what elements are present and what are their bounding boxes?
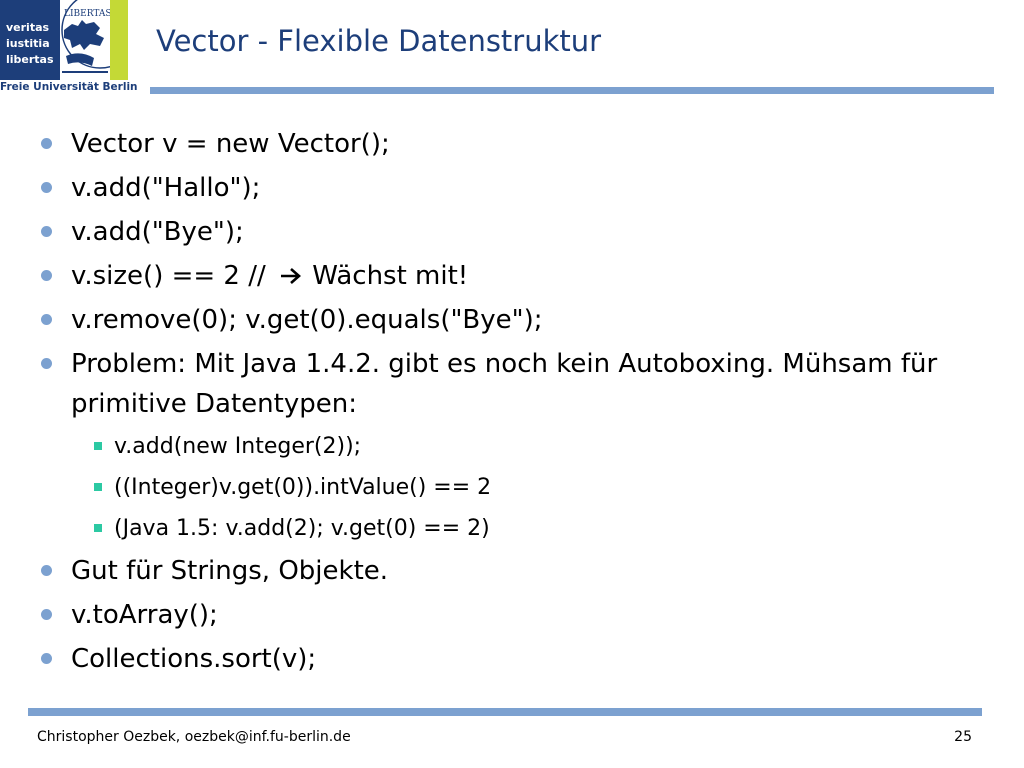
bullet-item: Gut für Strings, Objekte. — [40, 551, 990, 591]
bullet-dot-icon — [41, 358, 52, 369]
sub-bullet-text: (Java 1.5: v.add(2); v.get(0) == 2) — [114, 516, 490, 541]
logo-motto-panel: veritas iustitia libertas — [0, 0, 60, 80]
bullet-dot-icon — [41, 270, 52, 281]
bullet-dot-icon — [41, 182, 52, 193]
bullet-item: v.toArray(); — [40, 595, 990, 635]
bullet-item: Problem: Mit Java 1.4.2. gibt es noch ke… — [40, 344, 971, 424]
footer-divider — [28, 708, 982, 716]
bullet-text: v.remove(0); v.get(0).equals("Bye"); — [71, 305, 543, 335]
university-name: Freie Universität Berlin — [0, 81, 138, 93]
sub-bullet-text: ((Integer)v.get(0)).intValue() == 2 — [114, 475, 492, 500]
bullet-text: Vector v = new Vector(); — [71, 129, 390, 159]
bullet-text: v.add("Bye"); — [71, 217, 244, 247]
bullet-text: v.add("Hallo"); — [71, 173, 261, 203]
logo-motto-word: iustitia — [6, 37, 50, 50]
sub-bullet-square-icon — [94, 524, 102, 532]
bullet-text: Gut für Strings, Objekte. — [71, 556, 389, 586]
bullet-item: Collections.sort(v); — [40, 639, 990, 679]
logo-motto: veritas iustitia libertas — [6, 20, 60, 68]
footer-author: Christopher Oezbek, oezbek@inf.fu-berlin… — [37, 729, 351, 745]
bullet-dot-icon — [41, 609, 52, 620]
title-divider — [150, 87, 994, 94]
bullet-text: Collections.sort(v); — [71, 644, 317, 674]
bullet-item: v.add("Hallo"); — [40, 168, 990, 208]
sub-bullet-item: v.add(new Integer(2)); — [40, 428, 990, 465]
seal-icon: LIBERTAS — [60, 0, 110, 80]
logo-motto-word: veritas — [6, 21, 50, 34]
sub-bullet-square-icon — [94, 442, 102, 450]
bullet-dot-icon — [41, 565, 52, 576]
bullet-item: v.remove(0); v.get(0).equals("Bye"); — [40, 300, 990, 340]
bullet-dot-icon — [41, 138, 52, 149]
bullet-text: Wächst mit! — [312, 261, 469, 291]
logo-motto-word: libertas — [6, 53, 54, 66]
bullet-text: v.toArray(); — [71, 600, 218, 630]
bullet-item: v.add("Bye"); — [40, 212, 990, 252]
page-number: 25 — [954, 729, 972, 745]
slide-title: Vector - Flexible Datenstruktur — [156, 24, 602, 58]
logo-green-bar — [110, 0, 128, 80]
seal-text: LIBERTAS — [64, 9, 110, 19]
university-logo: veritas iustitia libertas LIBERTAS Freie… — [0, 0, 138, 98]
bullet-dot-icon — [41, 653, 52, 664]
sub-bullet-square-icon — [94, 483, 102, 491]
bullet-text: v.size() == 2 // — [71, 261, 266, 291]
sub-bullet-text: v.add(new Integer(2)); — [114, 434, 362, 459]
slide-content: Vector v = new Vector(); v.add("Hallo");… — [40, 124, 990, 683]
bullet-dot-icon — [41, 226, 52, 237]
bullet-item: v.size() == 2 // Wächst mit! — [40, 256, 990, 296]
sub-bullet-item: (Java 1.5: v.add(2); v.get(0) == 2) — [40, 510, 990, 547]
bullet-text: Problem: Mit Java 1.4.2. gibt es noch ke… — [71, 349, 938, 419]
right-arrow-icon — [281, 268, 302, 284]
bullet-item: Vector v = new Vector(); — [40, 124, 990, 164]
sub-bullet-item: ((Integer)v.get(0)).intValue() == 2 — [40, 469, 990, 506]
bullet-dot-icon — [41, 314, 52, 325]
